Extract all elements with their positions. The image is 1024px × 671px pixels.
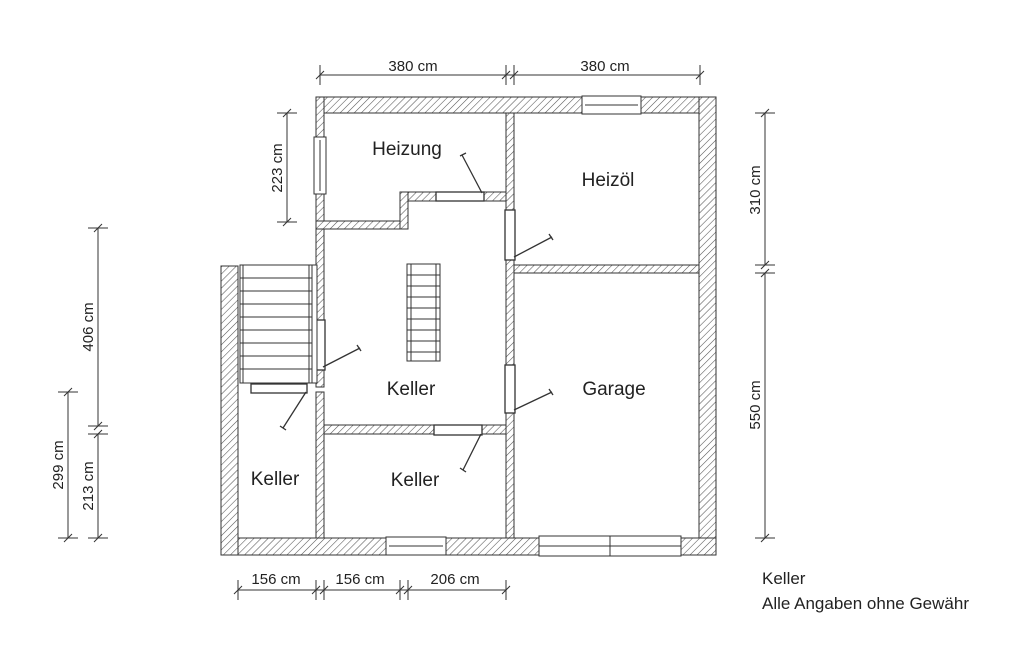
door-heizung-opening	[435, 191, 485, 202]
dimension-bottom-156b: 156 cm	[335, 571, 384, 588]
door-garage-opening	[504, 364, 516, 414]
room-label-garage: Garage	[582, 379, 645, 400]
wall-stair-left	[399, 191, 409, 230]
dimension-left-299: 299 cm	[50, 440, 67, 489]
door-keller-bottom-leaf	[462, 433, 482, 471]
wall-mid-vertical	[505, 112, 515, 539]
stairs-left	[239, 264, 318, 384]
wall-left-outer	[220, 265, 239, 556]
dimension-left-223: 223 cm	[269, 143, 286, 192]
dimension-top-right: 380 cm	[580, 58, 629, 75]
dimension-left-213: 213 cm	[80, 461, 97, 510]
dimension-right-310: 310 cm	[747, 165, 764, 214]
room-label-keller-bottom: Keller	[391, 470, 440, 491]
windows	[313, 95, 682, 557]
room-label-heizoel: Heizöl	[582, 170, 635, 191]
walls	[220, 96, 717, 556]
door-heizoel-leaf	[513, 236, 553, 258]
dimension-top-left: 380 cm	[388, 58, 437, 75]
door-keller-left-leaf	[282, 391, 307, 429]
wall-lower-divider	[315, 391, 325, 539]
door-keller-bottom-opening	[433, 424, 483, 436]
dimension-lines	[58, 65, 775, 600]
door-garage-leaf	[513, 391, 553, 411]
caption-disclaimer: Alle Angaben ohne Gewähr	[762, 594, 969, 613]
doors	[250, 152, 554, 473]
wall-top	[315, 96, 717, 114]
room-label-keller-main: Keller	[387, 379, 436, 400]
wall-right	[698, 96, 717, 556]
dimension-left-406: 406 cm	[80, 302, 97, 351]
dimension-bottom-156a: 156 cm	[251, 571, 300, 588]
stairs-center	[406, 263, 441, 362]
wall-left-upper	[315, 96, 325, 388]
door-heizung-leaf	[461, 154, 483, 194]
room-label-heizung: Heizung	[372, 139, 442, 160]
room-label-keller-left: Keller	[251, 469, 300, 490]
wall-heizung-bottom	[315, 220, 401, 230]
door-stair-leaf	[322, 347, 361, 368]
caption-title: Keller	[762, 569, 806, 588]
wall-heizoel-bottom	[513, 264, 700, 274]
door-heizoel-opening	[504, 209, 516, 261]
door-keller-left-opening	[250, 383, 308, 394]
dimension-bottom-206: 206 cm	[430, 571, 479, 588]
dimension-right-550: 550 cm	[747, 380, 764, 429]
